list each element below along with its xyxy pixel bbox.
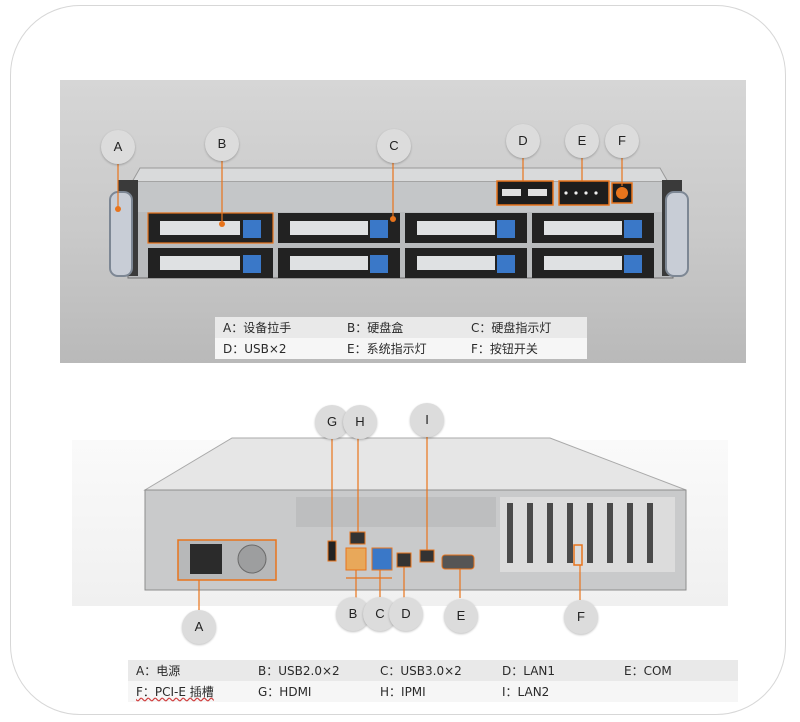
- legend-rear-h: H：IPMI: [372, 681, 494, 702]
- legend-rear-f: F：PCI-E 插槽: [128, 681, 250, 702]
- legend-front-c: C：硬盘指示灯: [463, 317, 587, 338]
- legend-front-b: B：硬盘盒: [339, 317, 463, 338]
- legend-rear-d: D：LAN1: [494, 660, 616, 681]
- callout-e-rear: E: [444, 599, 478, 633]
- callout-b-front: B: [205, 127, 239, 161]
- legend-front-f: F：按钮开关: [463, 338, 587, 359]
- drive-bays: [147, 212, 654, 278]
- legend-rear-c: C：USB3.0×2: [372, 660, 494, 681]
- front-legend: A：设备拉手 B：硬盘盒 C：硬盘指示灯 D：USB×2 E：系统指示灯 F：按…: [215, 317, 587, 359]
- callout-f-front: F: [605, 124, 639, 158]
- legend-rear-b: B：USB2.0×2: [250, 660, 372, 681]
- legend-rear-e: E：COM: [616, 660, 738, 681]
- legend-front-e: E：系统指示灯: [339, 338, 463, 359]
- callout-c-front: C: [377, 129, 411, 163]
- rounded-frame: [10, 5, 786, 715]
- legend-front-d: D：USB×2: [215, 338, 339, 359]
- callout-e-front: E: [565, 124, 599, 158]
- callout-h-rear: H: [343, 405, 377, 439]
- callout-d-rear: D: [389, 597, 423, 631]
- callout-d-front: D: [506, 124, 540, 158]
- callout-i-rear: I: [410, 403, 444, 437]
- legend-front-a: A：设备拉手: [215, 317, 339, 338]
- legend-rear-a: A：电源: [128, 660, 250, 681]
- legend-rear-g: G：HDMI: [250, 681, 372, 702]
- legend-rear-f-text: F：PCI-E 插槽: [136, 685, 214, 699]
- callout-a-front: A: [101, 130, 135, 164]
- rear-legend: A：电源 B：USB2.0×2 C：USB3.0×2 D：LAN1 E：COM …: [128, 660, 738, 702]
- callout-a-rear: A: [182, 610, 216, 644]
- callout-f-rear: F: [564, 600, 598, 634]
- legend-rear-i: I：LAN2: [494, 681, 616, 702]
- legend-rear-empty: [616, 681, 738, 702]
